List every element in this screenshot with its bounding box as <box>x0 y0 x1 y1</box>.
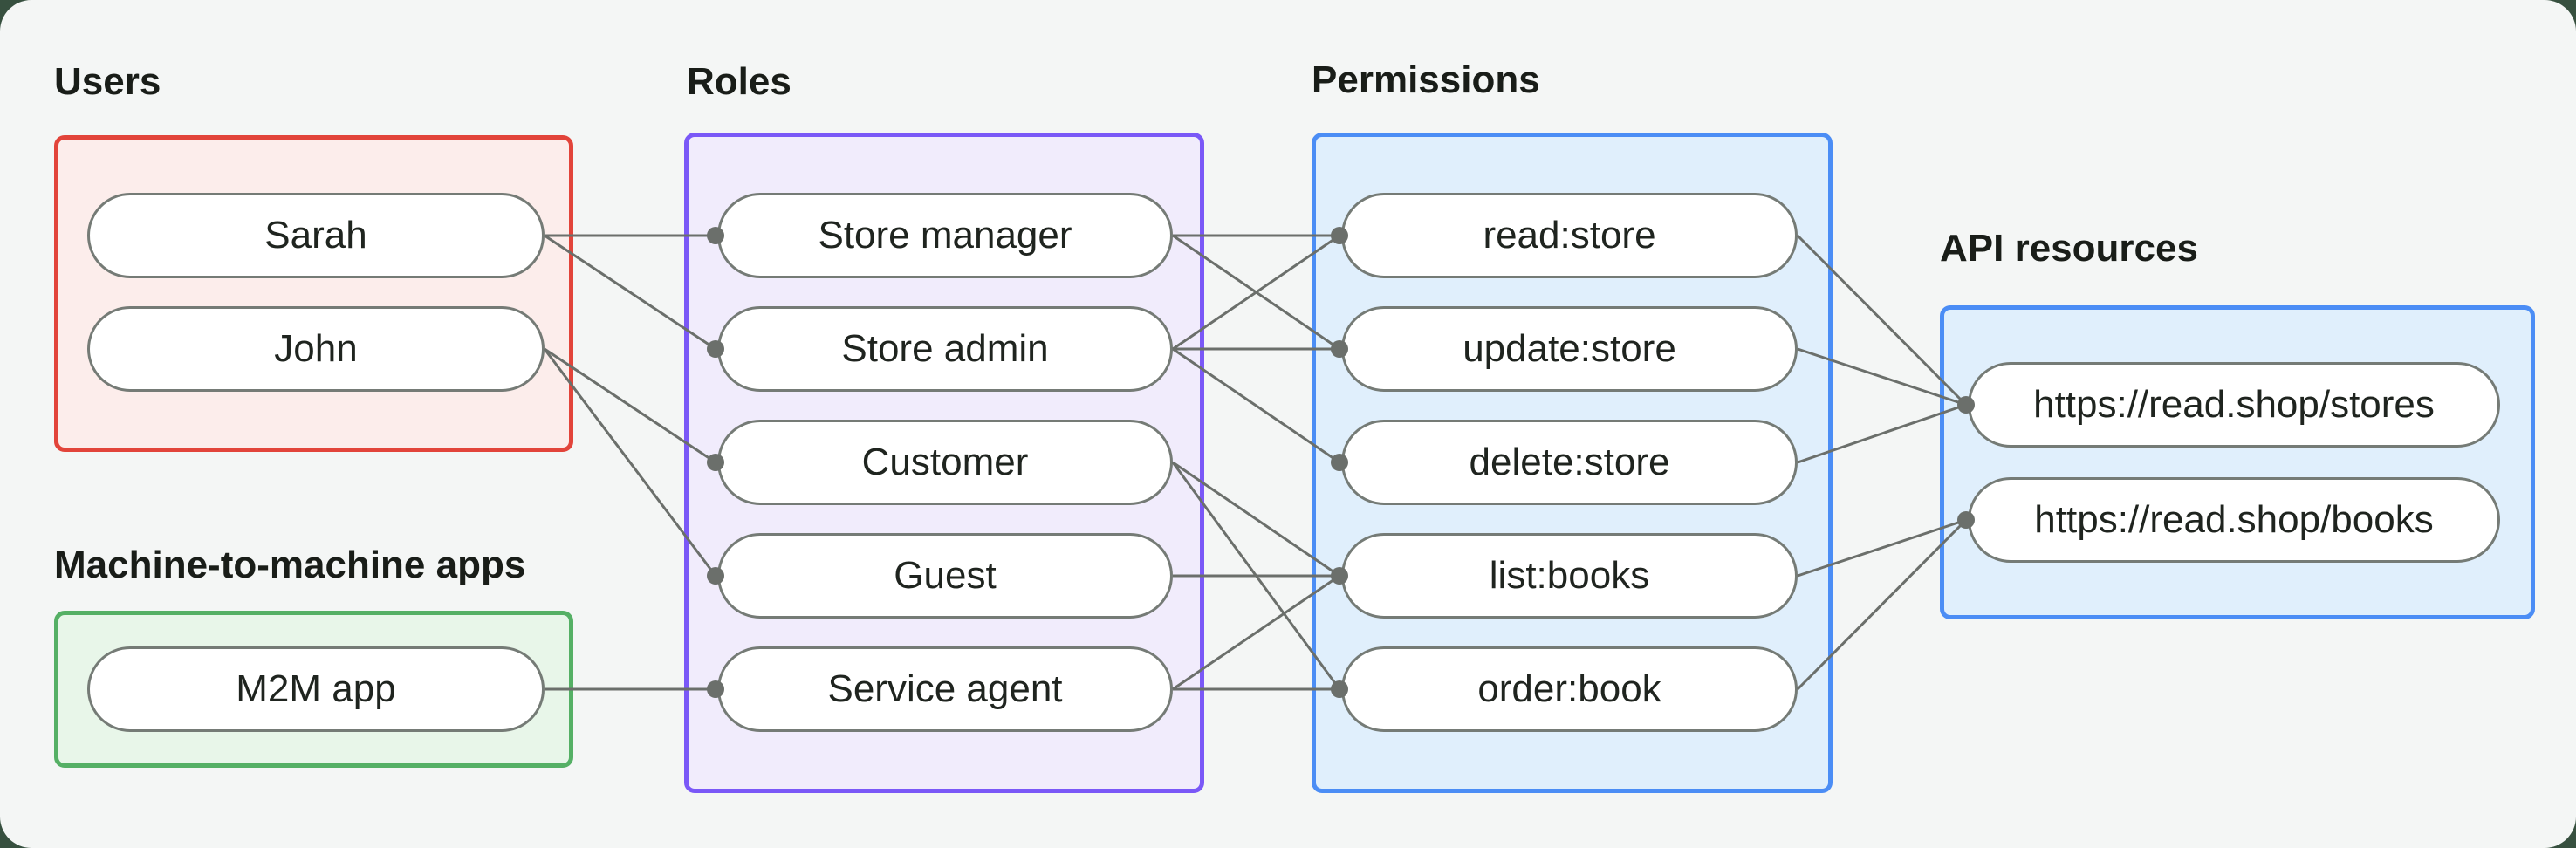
section-label-machine-to-machine-apps: Machine-to-machine apps <box>54 544 526 586</box>
section-label-users: Users <box>54 60 161 103</box>
node-role-guest: Guest <box>717 533 1173 619</box>
node-role-store-admin: Store admin <box>717 306 1173 392</box>
node-api-resource-stores: https://read.shop/stores <box>1968 362 2500 448</box>
section-label-roles: Roles <box>687 60 791 103</box>
node-m2m-app: M2M app <box>87 646 545 732</box>
node-permission-read-store: read:store <box>1341 193 1798 278</box>
section-label-api-resources: API resources <box>1940 227 2198 270</box>
group-users-box <box>54 135 573 452</box>
node-role-customer: Customer <box>717 420 1173 505</box>
node-user-john: John <box>87 306 545 392</box>
node-permission-delete-store: delete:store <box>1341 420 1798 505</box>
section-label-permissions: Permissions <box>1312 58 1540 101</box>
group-api-resources-box <box>1940 305 2535 619</box>
node-permission-order-book: order:book <box>1341 646 1798 732</box>
node-api-resource-books: https://read.shop/books <box>1968 477 2500 563</box>
node-permission-update-store: update:store <box>1341 306 1798 392</box>
node-role-store-manager: Store manager <box>717 193 1173 278</box>
node-user-sarah: Sarah <box>87 193 545 278</box>
node-permission-list-books: list:books <box>1341 533 1798 619</box>
node-role-service-agent: Service agent <box>717 646 1173 732</box>
